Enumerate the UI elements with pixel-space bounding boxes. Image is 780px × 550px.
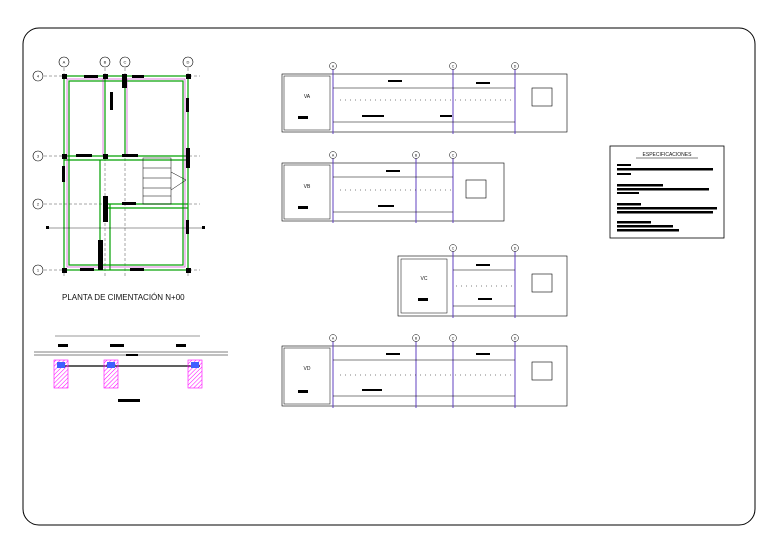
svg-text:C: C bbox=[452, 153, 455, 157]
svg-text:C: C bbox=[124, 60, 127, 65]
svg-text:C: C bbox=[452, 246, 455, 250]
svg-text:VA: VA bbox=[304, 94, 311, 100]
axis-bubble-3: 3 bbox=[32, 150, 44, 162]
sheet-border bbox=[22, 27, 756, 526]
foundation-plan: A B C D 4 3 2 1 bbox=[32, 56, 205, 276]
beam-elevation-vd: VD A B C D bbox=[281, 334, 568, 408]
svg-text:C: C bbox=[452, 336, 455, 340]
svg-text:A: A bbox=[63, 60, 66, 65]
svg-text:D: D bbox=[514, 246, 517, 250]
axis-bubble-b: B bbox=[99, 56, 111, 68]
footing-section bbox=[34, 335, 228, 402]
svg-text:3: 3 bbox=[37, 154, 40, 159]
axis-bubble-d: D bbox=[182, 56, 194, 68]
svg-text:A: A bbox=[332, 64, 335, 68]
specifications-box: ESPECIFICACIONES bbox=[609, 145, 725, 239]
svg-text:A: A bbox=[332, 153, 335, 157]
plan-title: PLANTA DE CIMENTACIÓN N+00 bbox=[62, 293, 185, 302]
svg-text:B: B bbox=[415, 153, 418, 157]
axis-bubble-4: 4 bbox=[32, 70, 44, 82]
svg-text:1: 1 bbox=[37, 268, 40, 273]
specs-title: ESPECIFICACIONES bbox=[643, 152, 693, 158]
svg-text:VB: VB bbox=[304, 184, 311, 190]
svg-text:2: 2 bbox=[37, 202, 40, 207]
svg-text:D: D bbox=[514, 336, 517, 340]
svg-text:VC: VC bbox=[421, 276, 428, 282]
svg-text:B: B bbox=[415, 336, 418, 340]
svg-text:B: B bbox=[104, 60, 107, 65]
beam-elevation-vc: VC C D bbox=[397, 244, 568, 318]
beam-elevation-va: VA A C D bbox=[281, 62, 568, 134]
axis-bubble-a: A bbox=[58, 56, 70, 68]
svg-text:A: A bbox=[332, 336, 335, 340]
svg-text:4: 4 bbox=[37, 74, 40, 79]
svg-text:D: D bbox=[187, 60, 190, 65]
svg-text:VD: VD bbox=[304, 366, 311, 372]
svg-text:C: C bbox=[452, 64, 455, 68]
beam-elevation-vb: VB A B C bbox=[281, 151, 505, 223]
axis-bubble-2: 2 bbox=[32, 198, 44, 210]
svg-text:D: D bbox=[514, 64, 517, 68]
axis-bubble-1: 1 bbox=[32, 264, 44, 276]
axis-bubble-c: C bbox=[119, 56, 131, 68]
